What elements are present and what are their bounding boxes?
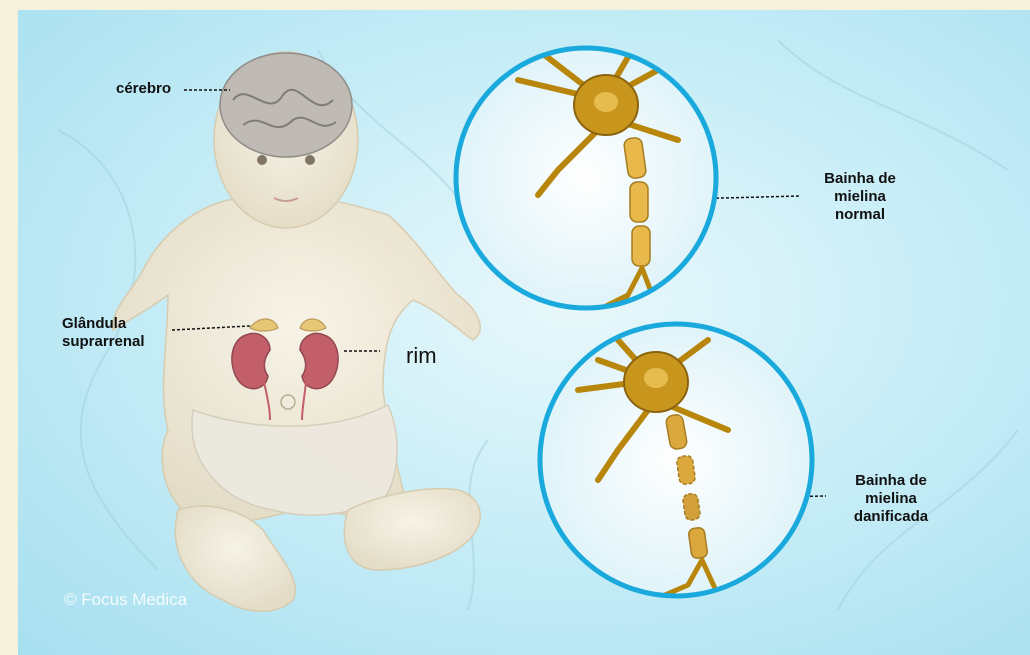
illustration-art <box>18 10 1030 655</box>
label-damaged-myelin: Bainha de mielina danificada <box>836 472 946 526</box>
damaged-neuron-view <box>540 324 812 598</box>
baby-left-eye <box>257 155 267 165</box>
damaged-neuron-nucleus <box>644 368 668 388</box>
illustration-canvas: cérebro Glândula suprarrenal rim Bainha … <box>18 10 1030 655</box>
baby-figure <box>113 52 480 611</box>
label-normal-myelin: Bainha de mielina normal <box>810 170 910 224</box>
right-kidney <box>300 333 338 388</box>
label-brain: cérebro <box>116 80 171 98</box>
label-kidney: rim <box>406 344 437 368</box>
label-adrenal-gland: Glândula suprarrenal <box>62 315 145 351</box>
baby-right-eye <box>305 155 315 165</box>
normal-neuron-nucleus <box>594 92 618 112</box>
baby-left-leg <box>175 506 295 611</box>
left-kidney <box>232 333 270 388</box>
brain <box>220 53 352 157</box>
copyright-watermark: © Focus Medica <box>64 590 187 610</box>
normal-neuron-view <box>456 40 716 330</box>
